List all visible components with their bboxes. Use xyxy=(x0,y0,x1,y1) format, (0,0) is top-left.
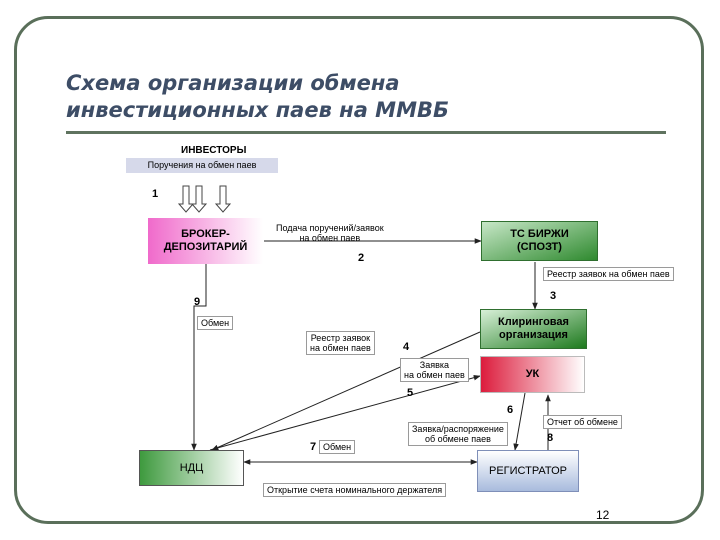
ndc-node: НДЦ xyxy=(139,450,244,486)
arrow-clearing-to-ndc xyxy=(211,331,481,451)
label-exchange-bottom: Обмен xyxy=(319,440,356,454)
uk-text: УК xyxy=(525,368,540,380)
label-exchange-left: Обмен xyxy=(197,316,234,330)
down-arrow-right xyxy=(214,185,232,213)
step-8: 8 xyxy=(547,432,554,444)
down-arrow-left xyxy=(177,185,195,213)
label-report: Отчет об обмене xyxy=(543,415,622,429)
step-4: 4 xyxy=(403,341,410,353)
registrar-node: РЕГИСТРАТОР xyxy=(477,450,579,492)
label-registry-mid: Реестр заявок на обмен паев xyxy=(306,331,375,355)
ndc-text: НДЦ xyxy=(179,461,204,474)
investors-instructions: Поручения на обмен паев xyxy=(126,158,278,173)
arrow-uk-to-registrar xyxy=(513,392,526,451)
label-registry-top: Реестр заявок на обмен паев xyxy=(543,267,674,281)
label-open-account: Открытие счета номинального держателя xyxy=(263,483,447,497)
down-arrow-middle xyxy=(190,185,208,213)
step-3: 3 xyxy=(550,290,557,302)
clearing-node: Клиринговая организация xyxy=(480,309,587,349)
step-7: 7 xyxy=(310,441,317,453)
arrow-ndc-to-uk xyxy=(209,374,481,451)
label-submit-orders: Подача поручений/заявок на обмен паев xyxy=(276,223,384,243)
step-9: 9 xyxy=(194,296,201,308)
arrow-broker-to-ndc xyxy=(191,264,207,451)
label-order-exchange: Заявка/распоряжение об обмене паев xyxy=(408,422,508,446)
registrar-text: РЕГИСТРАТОР xyxy=(488,464,568,477)
clearing-text: Клиринговая организация xyxy=(498,316,569,341)
step-5: 5 xyxy=(407,387,414,399)
step-2: 2 xyxy=(358,252,365,264)
page-number: 12 xyxy=(596,508,610,522)
uk-node: УК xyxy=(480,356,585,393)
slide-title: Схема организации обмена инвестиционных … xyxy=(66,71,449,122)
investors-label: ИНВЕСТОРЫ xyxy=(181,145,247,156)
exchange-text: ТС БИРЖИ (СПОЗТ) xyxy=(510,228,569,253)
step-1: 1 xyxy=(152,188,159,200)
step-6: 6 xyxy=(507,404,514,416)
broker-depository-node: БРОКЕР- ДЕПОЗИТАРИЙ xyxy=(148,218,263,264)
broker-depository-text: БРОКЕР- ДЕПОЗИТАРИЙ xyxy=(163,228,248,253)
exchange-node: ТС БИРЖИ (СПОЗТ) xyxy=(481,221,598,261)
label-request-uk: Заявка на обмен паев xyxy=(400,358,469,382)
title-underline xyxy=(66,131,666,134)
